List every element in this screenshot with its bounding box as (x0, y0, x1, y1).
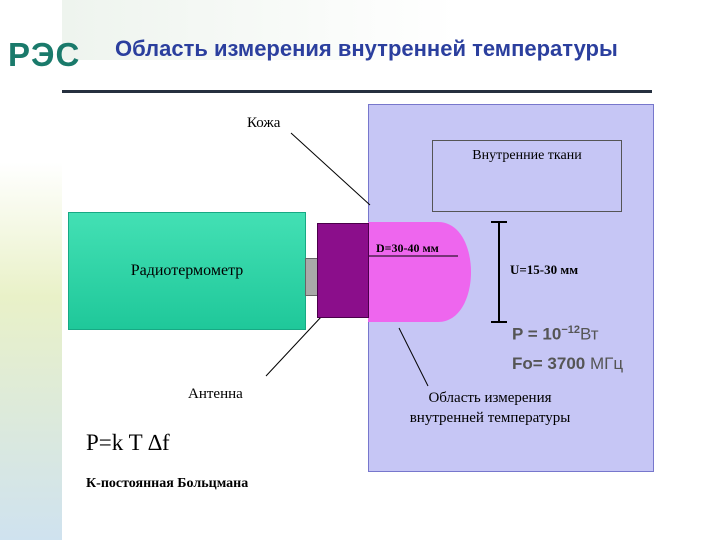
power-prefix: P = 10 (512, 324, 562, 344)
title-divider (62, 90, 652, 93)
power-formula: P=k T ∆f (86, 430, 170, 455)
antenna-label: Антенна (188, 386, 243, 402)
logo: РЭС (8, 36, 81, 73)
header-band (62, 0, 720, 60)
boltzmann-note: К-постоянная Больцмана (86, 476, 249, 491)
radiometer-label: Радиотермометр (130, 262, 244, 279)
skin-pointer-line (290, 132, 371, 206)
frequency-label: Fo= 3700 МГц (512, 354, 623, 374)
frequency-unit: МГц (589, 354, 624, 373)
measurement-area-label: Область измерения внутренней температуры (409, 390, 571, 426)
u-label: U=15-30 мм (510, 262, 579, 277)
area-pointer-line (398, 327, 429, 387)
power-label: P = 10−12Вт (512, 324, 599, 345)
inner-tissue-label: Внутренние ткани (472, 148, 582, 163)
antenna-block (317, 223, 369, 318)
radiometer-block (68, 212, 306, 330)
power-exponent: −12 (561, 324, 580, 336)
sidebar-decoration (0, 0, 62, 540)
measurement-area-shape (368, 222, 471, 322)
frequency-prefix: Fo= 3700 (512, 354, 590, 373)
page-title: Область измерения внутренней температуры (115, 36, 618, 61)
skin-label: Кожа (247, 115, 281, 131)
power-unit: Вт (580, 324, 599, 344)
antenna-pointer-line (265, 315, 323, 377)
depth-label: D=30-40 мм (376, 241, 439, 255)
inner-tissue-box (432, 140, 622, 212)
